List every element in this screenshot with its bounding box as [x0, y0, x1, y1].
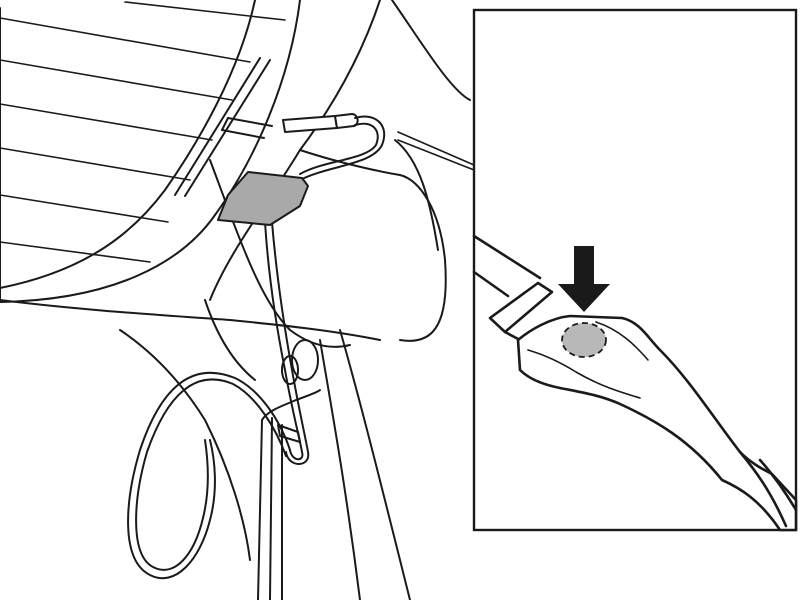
- inset-connector: [472, 234, 798, 532]
- a-pillar-trim: [0, 0, 471, 600]
- adhesive-tape: [217, 171, 309, 226]
- wiring-harness: [127, 115, 385, 580]
- detail-inset: [472, 8, 798, 532]
- callout-leader-line: [397, 131, 475, 166]
- main-illustration: [0, 0, 475, 600]
- indicator-spot: [561, 322, 607, 358]
- down-arrow-icon: [558, 246, 610, 312]
- sensor-connector: [282, 113, 359, 133]
- wiring-clip: [221, 117, 273, 139]
- windshield-glass: [0, 1, 286, 301]
- lower-trim: [257, 389, 321, 600]
